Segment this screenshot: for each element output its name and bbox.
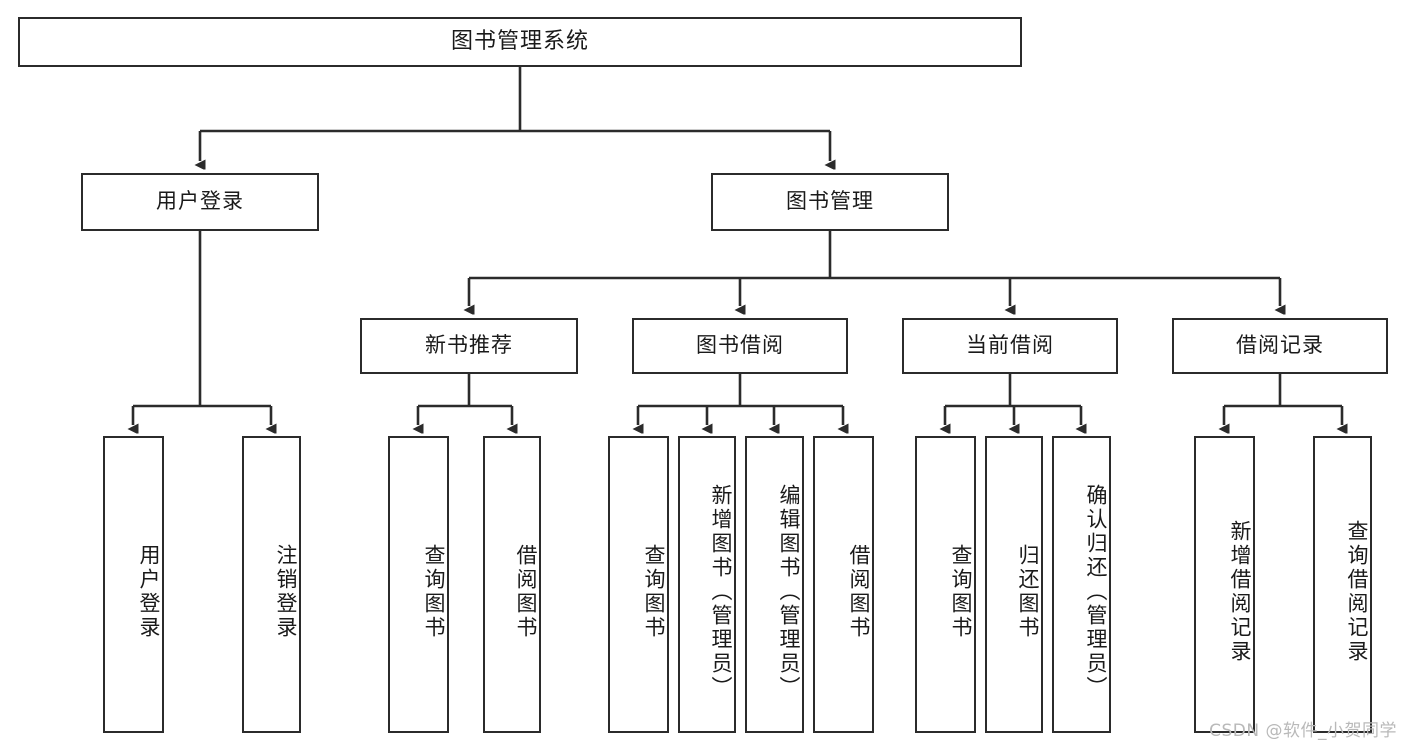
leaf-label: 查询图书 — [949, 543, 973, 640]
node-leaf-borrow-book-recommend[interactable]: 借阅图书 — [483, 436, 541, 733]
node-leaf-add-borrow-record[interactable]: 新增借阅记录 — [1194, 436, 1255, 733]
node-leaf-query-book-recommend[interactable]: 查询图书 — [388, 436, 449, 733]
node-book-borrow[interactable]: 图书借阅 — [632, 318, 848, 374]
leaf-label: 注销登录 — [274, 543, 298, 640]
leaf-label: 归还图书 — [1016, 543, 1040, 640]
node-root-system[interactable]: 图书管理系统 — [18, 17, 1022, 67]
leaf-label: 借阅图书 — [514, 543, 538, 640]
leaf-label: 编辑图书（管理员） — [777, 483, 801, 700]
node-book-manage[interactable]: 图书管理 — [711, 173, 949, 231]
watermark: CSDN @软件_小贺同学 — [1209, 721, 1397, 741]
node-leaf-borrow-book[interactable]: 借阅图书 — [813, 436, 874, 733]
node-borrow-record[interactable]: 借阅记录 — [1172, 318, 1388, 374]
node-leaf-query-book-current[interactable]: 查询图书 — [915, 436, 976, 733]
node-leaf-return-book[interactable]: 归还图书 — [985, 436, 1043, 733]
node-leaf-query-book-borrow[interactable]: 查询图书 — [608, 436, 669, 733]
leaf-label: 新增图书（管理员） — [709, 483, 733, 700]
node-leaf-user-login[interactable]: 用户登录 — [103, 436, 164, 733]
node-current-borrow[interactable]: 当前借阅 — [902, 318, 1118, 374]
leaf-label: 用户登录 — [137, 543, 161, 640]
node-leaf-user-logout[interactable]: 注销登录 — [242, 436, 301, 733]
node-leaf-confirm-return-admin[interactable]: 确认归还（管理员） — [1052, 436, 1111, 733]
leaf-label: 查询借阅记录 — [1345, 519, 1369, 664]
node-leaf-add-book-admin[interactable]: 新增图书（管理员） — [678, 436, 736, 733]
leaf-label: 查询图书 — [642, 543, 666, 640]
node-user-login[interactable]: 用户登录 — [81, 173, 319, 231]
leaf-label: 借阅图书 — [847, 543, 871, 640]
node-leaf-query-borrow-record[interactable]: 查询借阅记录 — [1313, 436, 1372, 733]
leaf-label: 新增借阅记录 — [1228, 519, 1252, 664]
leaf-label: 确认归还（管理员） — [1084, 483, 1108, 700]
node-new-book-recommend[interactable]: 新书推荐 — [360, 318, 578, 374]
node-leaf-edit-book-admin[interactable]: 编辑图书（管理员） — [745, 436, 804, 733]
leaf-label: 查询图书 — [422, 543, 446, 640]
